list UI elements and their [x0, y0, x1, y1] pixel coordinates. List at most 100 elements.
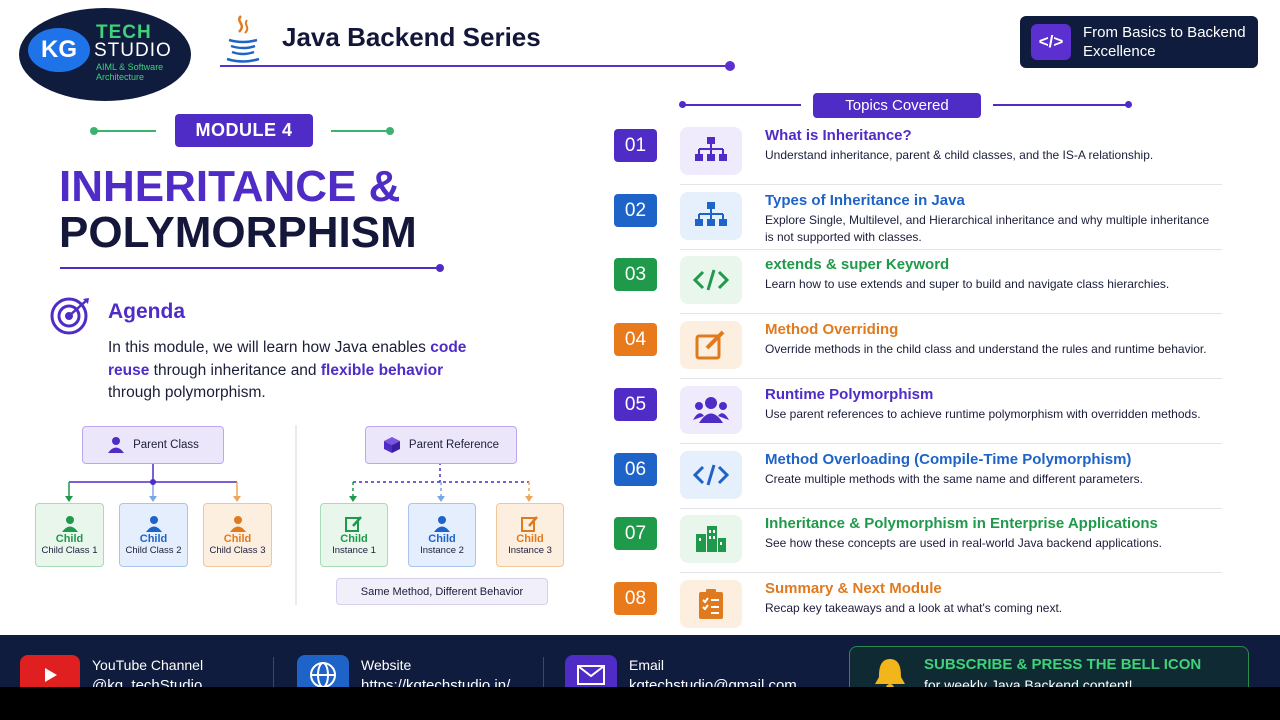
letterbox-bar	[0, 687, 1280, 720]
code-icon	[680, 256, 742, 304]
topic-description: Learn how to use extends and super to bu…	[765, 277, 1170, 291]
youtube-link[interactable]: @kg_techStudio	[92, 677, 203, 687]
globe-icon[interactable]	[297, 655, 349, 687]
topic-description: Override methods in the child class and …	[765, 342, 1207, 356]
topic-separator	[680, 572, 1222, 573]
series-title: Java Backend Series	[282, 22, 541, 52]
topic-number: 08	[614, 582, 657, 615]
topic-separator	[680, 249, 1222, 250]
parent-reference-node: Parent Reference	[365, 426, 517, 464]
topic-title: extends & super Keyword	[765, 256, 950, 273]
hierarchy-icon	[680, 127, 742, 175]
child-label: Child	[223, 532, 252, 545]
footer-divider	[273, 657, 274, 687]
footer: YouTube Channel @kg_techStudio Website h…	[0, 635, 1280, 687]
topic-title: Types of Inheritance in Java	[765, 192, 965, 209]
parent-class-node: Parent Class	[82, 426, 224, 464]
bell-icon	[875, 659, 905, 687]
module-divider-dot	[386, 127, 394, 135]
edit-icon	[680, 321, 742, 369]
topic-title: What is Inheritance?	[765, 127, 912, 144]
child-class-node: Child Child Class 3	[203, 503, 272, 567]
logo-kg-mark: KG	[28, 28, 90, 72]
topic-description: Recap key takeaways and a look at what's…	[765, 601, 1063, 615]
code-icon	[680, 451, 742, 499]
child-label: Child	[428, 532, 456, 545]
child-class-node: Child Child Class 1	[35, 503, 104, 567]
topic-number: 07	[614, 517, 657, 550]
email-link[interactable]: kgtechstudio@gmail.com	[629, 677, 797, 687]
module-label: MODULE 4	[175, 114, 313, 147]
code-icon: </>	[1031, 24, 1071, 60]
java-cup-icon	[226, 15, 260, 63]
child-instance-node: Child Instance 3	[496, 503, 564, 567]
youtube-label: YouTube Channel	[92, 657, 204, 673]
topic-number: 02	[614, 194, 657, 227]
child-sub-label: Child Class 1	[41, 544, 98, 556]
child-sub-label: Child Class 3	[209, 544, 266, 556]
child-sub-label: Child Class 2	[125, 544, 182, 556]
child-sub-label: Instance 3	[508, 544, 552, 556]
topic-separator	[680, 443, 1222, 444]
topics-header: Topics Covered	[813, 93, 981, 118]
checklist-icon	[680, 580, 742, 628]
topic-title: Summary & Next Module	[765, 580, 942, 597]
topic-description: Use parent references to achieve runtime…	[765, 407, 1201, 421]
agenda-text: In this module, we will learn how Java e…	[108, 339, 467, 401]
series-underline-dot	[725, 61, 735, 71]
topics-divider-dot	[1125, 101, 1132, 108]
topic-item: 07 Inheritance & Polymorphism in Enterpri…	[612, 515, 1224, 575]
inheritance-diagram: Parent Class Child Child Class 1 Child C…	[25, 420, 585, 620]
user-icon	[61, 515, 78, 532]
child-label: Child	[55, 532, 84, 545]
module-divider-left	[93, 130, 156, 132]
child-sub-label: Instance 1	[332, 544, 376, 556]
series-underline	[220, 65, 728, 67]
website-link[interactable]: https://kgtechstudio.in/	[361, 677, 511, 687]
users-icon	[680, 386, 742, 434]
target-icon	[50, 297, 89, 335]
child-label: Child	[340, 532, 368, 545]
email-label: Email	[629, 657, 665, 673]
edit-icon	[345, 515, 362, 532]
logo-studio-text: STUDIO	[94, 40, 172, 61]
topic-number: 01	[614, 129, 657, 162]
edit-icon	[521, 515, 538, 532]
child-class-node: Child Child Class 2	[119, 503, 188, 567]
topics-divider-right	[993, 104, 1129, 106]
page-title-line1: INHERITANCE &	[59, 162, 401, 211]
topic-number: 04	[614, 323, 657, 356]
parent-reference-label: Parent Reference	[408, 439, 500, 451]
topics-divider-left	[681, 104, 801, 106]
topic-description: Understand inheritance, parent & child c…	[765, 148, 1154, 162]
agenda-title: Agenda	[108, 300, 186, 323]
topics-divider-dot	[679, 101, 686, 108]
mail-icon[interactable]	[565, 655, 617, 687]
youtube-icon[interactable]	[20, 655, 80, 687]
parent-class-label: Parent Class	[133, 439, 199, 451]
topic-number: 06	[614, 453, 657, 486]
topic-title: Runtime Polymorphism	[765, 386, 934, 403]
cube-icon	[383, 437, 400, 453]
topic-title: Method Overriding	[765, 321, 899, 338]
subscribe-title: SUBSCRIBE & PRESS THE BELL ICON	[924, 656, 1202, 673]
topic-description: See how these concepts are used in real-…	[765, 536, 1162, 550]
title-underline	[60, 267, 440, 269]
page-title-line2: POLYMORPHISM	[59, 208, 417, 257]
hierarchy-icon	[680, 192, 742, 240]
subscribe-box[interactable]	[849, 646, 1249, 687]
buildings-icon	[680, 515, 742, 563]
topic-number: 03	[614, 258, 657, 291]
topic-description: Explore Single, Multilevel, and Hierarch…	[765, 213, 1210, 244]
topic-item: 06 Method Overloading (Compile-Time Polym…	[612, 451, 1224, 511]
topic-description: Create multiple methods with the same na…	[765, 472, 1143, 486]
user-icon	[145, 515, 162, 532]
website-label: Website	[361, 657, 412, 673]
topic-title: Inheritance & Polymorphism in Enterprise…	[765, 515, 1158, 532]
topic-title: Method Overloading (Compile-Time Polymor…	[765, 451, 1132, 468]
